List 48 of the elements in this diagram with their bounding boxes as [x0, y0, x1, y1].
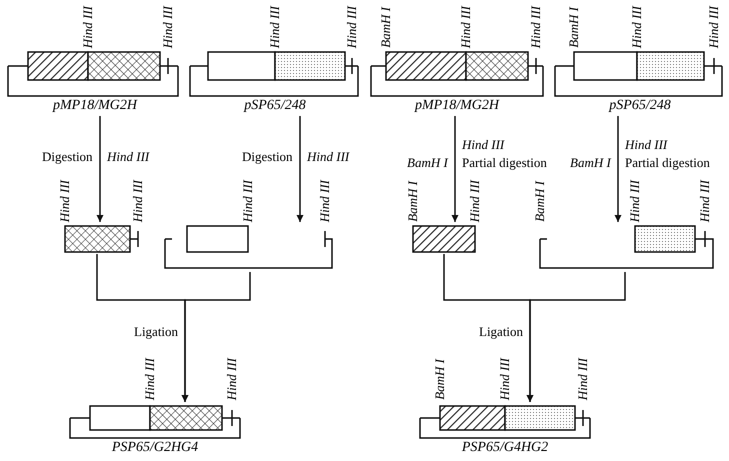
- restriction-site-label: BamH I: [379, 7, 393, 48]
- step-label: Partial digestion: [625, 156, 710, 170]
- plasmid-name: PSP65/G4HG2: [462, 440, 548, 456]
- plasmid-name: pSP65/248: [609, 98, 671, 114]
- step-label: Ligation: [479, 325, 524, 339]
- arrow: [526, 272, 626, 402]
- restriction-site-label: Hind III: [707, 6, 721, 48]
- restriction-site-label: Hind III: [628, 180, 642, 222]
- step-label: Digestion: [42, 150, 93, 164]
- restriction-site-label: Hind III: [529, 6, 543, 48]
- restriction-site-label: Hind III: [345, 6, 359, 48]
- arrow: [452, 116, 458, 222]
- restriction-site-label: Hind III: [698, 180, 712, 222]
- restriction-site-label: Hind III: [318, 180, 332, 222]
- restriction-site-label: Hind III: [241, 180, 255, 222]
- restriction-site-label: BamH I: [533, 181, 547, 222]
- enzyme-label: Hind III: [307, 150, 350, 164]
- restriction-site-label: Hind III: [268, 6, 282, 48]
- plasmid-name: pSP65/248: [244, 98, 306, 114]
- step-label: Digestion: [242, 150, 293, 164]
- enzyme-label: Hind III: [107, 150, 150, 164]
- arrow: [96, 116, 104, 222]
- step-label: Partial digestion: [462, 156, 547, 170]
- restriction-site-label: BamH I: [433, 359, 447, 400]
- enzyme-label: Hind III: [625, 138, 668, 152]
- arrow: [296, 116, 304, 222]
- plasmid-name: pMP18/MG2H: [53, 98, 137, 114]
- restriction-site-label: Hind III: [576, 358, 590, 400]
- step-label: Ligation: [134, 325, 178, 339]
- enzyme-label: BamH I: [570, 156, 611, 170]
- restriction-site-label: BamH I: [567, 7, 581, 48]
- restriction-site-label: Hind III: [143, 358, 157, 400]
- restriction-site-label: Hind III: [498, 358, 512, 400]
- restriction-site-label: Hind III: [131, 180, 145, 222]
- plasmid-name: pMP18/MG2H: [415, 98, 499, 114]
- arrow: [614, 116, 622, 222]
- restriction-site-label: Hind III: [630, 6, 644, 48]
- restriction-site-label: Hind III: [58, 180, 72, 222]
- arrow: [182, 272, 251, 402]
- restriction-site-label: Hind III: [459, 6, 473, 48]
- enzyme-label: Hind III: [462, 138, 504, 152]
- restriction-site-label: Hind III: [225, 358, 239, 400]
- enzyme-label: BamH I: [407, 156, 448, 170]
- restriction-site-label: Hind III: [81, 6, 95, 48]
- restriction-site-label: Hind III: [161, 6, 175, 48]
- restriction-site-label: Hind III: [468, 180, 482, 222]
- restriction-site-label: BamH I: [406, 181, 420, 222]
- plasmid-name: PSP65/G2HG4: [112, 440, 198, 456]
